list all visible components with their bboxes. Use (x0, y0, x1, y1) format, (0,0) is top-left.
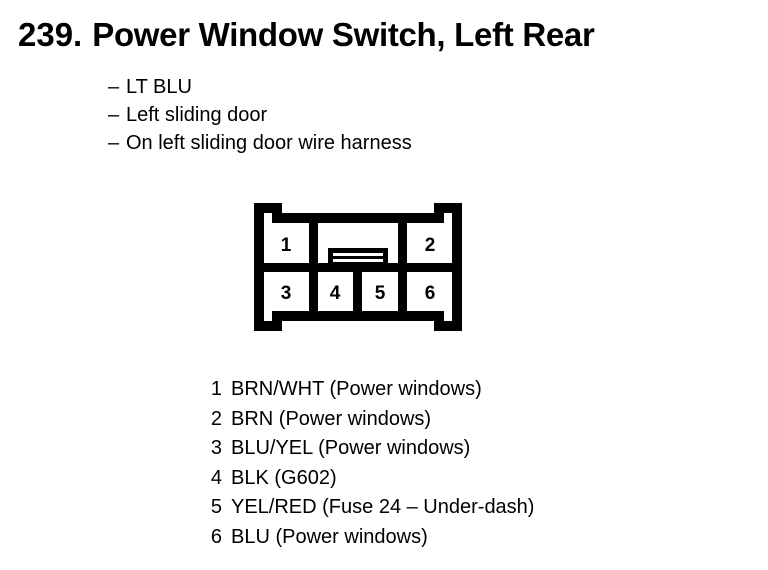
legend-pin-number: 6 (210, 525, 222, 548)
cell-2-left-wall (398, 220, 407, 267)
legend-row: 4 BLK (G602) (196, 464, 716, 494)
subnote-list: – LT BLU – Left sliding door – On left s… (108, 73, 708, 157)
legend-pin-number: 1 (210, 378, 222, 400)
legend-pin-number: 4 (210, 466, 222, 489)
legend-pin-description: BLU/YEL (Power windows) (231, 437, 471, 459)
legend-row: 2 BRN (Power windows) (196, 405, 716, 435)
legend-pin-description: BRN (Power windows) (231, 407, 432, 430)
pin-number-2: 2 (425, 235, 436, 256)
page-title: 239.Power Window Switch, Left Rear (18, 16, 758, 54)
legend-row: 5 YEL/RED (Fuse 24 – Under-dash) (196, 493, 716, 523)
pin-number-1: 1 (281, 235, 292, 256)
legend-row: 1 BRN/WHT (Power windows) (196, 375, 716, 405)
legend-pin-description: BLU (Power windows) (231, 525, 428, 548)
legend-row: 3 BLU/YEL (Power windows) (196, 434, 716, 464)
pin-number-6: 6 (425, 283, 436, 304)
pin-number-3: 3 (281, 283, 292, 304)
subnote-label: Left sliding door (126, 104, 268, 126)
legend-pin-number: 5 (210, 496, 222, 518)
legend-row: 6 BLU (Power windows) (196, 523, 716, 553)
legend-pin-description: BRN/WHT (Power windows) (231, 378, 482, 400)
legend-pin-number: 3 (210, 437, 222, 459)
cell-divider-4-5 (353, 267, 362, 315)
list-item: – LT BLU (108, 73, 708, 101)
locking-tab-slot-lower (333, 259, 383, 262)
list-item: – On left sliding door wire harness (108, 129, 708, 157)
pin-number-4: 4 (330, 283, 341, 304)
dash-bullet-icon: – (108, 132, 120, 154)
subnote-label: On left sliding door wire harness (126, 132, 412, 154)
locking-tab (328, 248, 388, 267)
list-item: – Left sliding door (108, 101, 708, 129)
legend-pin-description: YEL/RED (Fuse 24 – Under-dash) (231, 496, 535, 518)
dash-bullet-icon: – (108, 76, 120, 98)
subnote-label: LT BLU (126, 76, 192, 98)
legend-pin-number: 2 (210, 407, 222, 430)
legend-pin-description: BLK (G602) (231, 466, 337, 489)
item-number: 239. (18, 16, 83, 53)
dash-bullet-icon: – (108, 104, 120, 126)
cell-divider-3-4 (309, 267, 318, 315)
title-text: Power Window Switch, Left Rear (92, 16, 595, 53)
locking-tab-slot-upper (333, 253, 383, 256)
pin-number-5: 5 (375, 283, 386, 304)
connector-shell-outline (254, 203, 462, 331)
connector-svg: 1 2 3 4 5 6 (254, 203, 462, 331)
cell-divider-5-6 (398, 267, 407, 315)
cell-1-right-wall (309, 220, 318, 267)
connector-diagram: 1 2 3 4 5 6 (252, 200, 464, 334)
pin-legend: 1 BRN/WHT (Power windows) 2 BRN (Power w… (196, 375, 716, 552)
